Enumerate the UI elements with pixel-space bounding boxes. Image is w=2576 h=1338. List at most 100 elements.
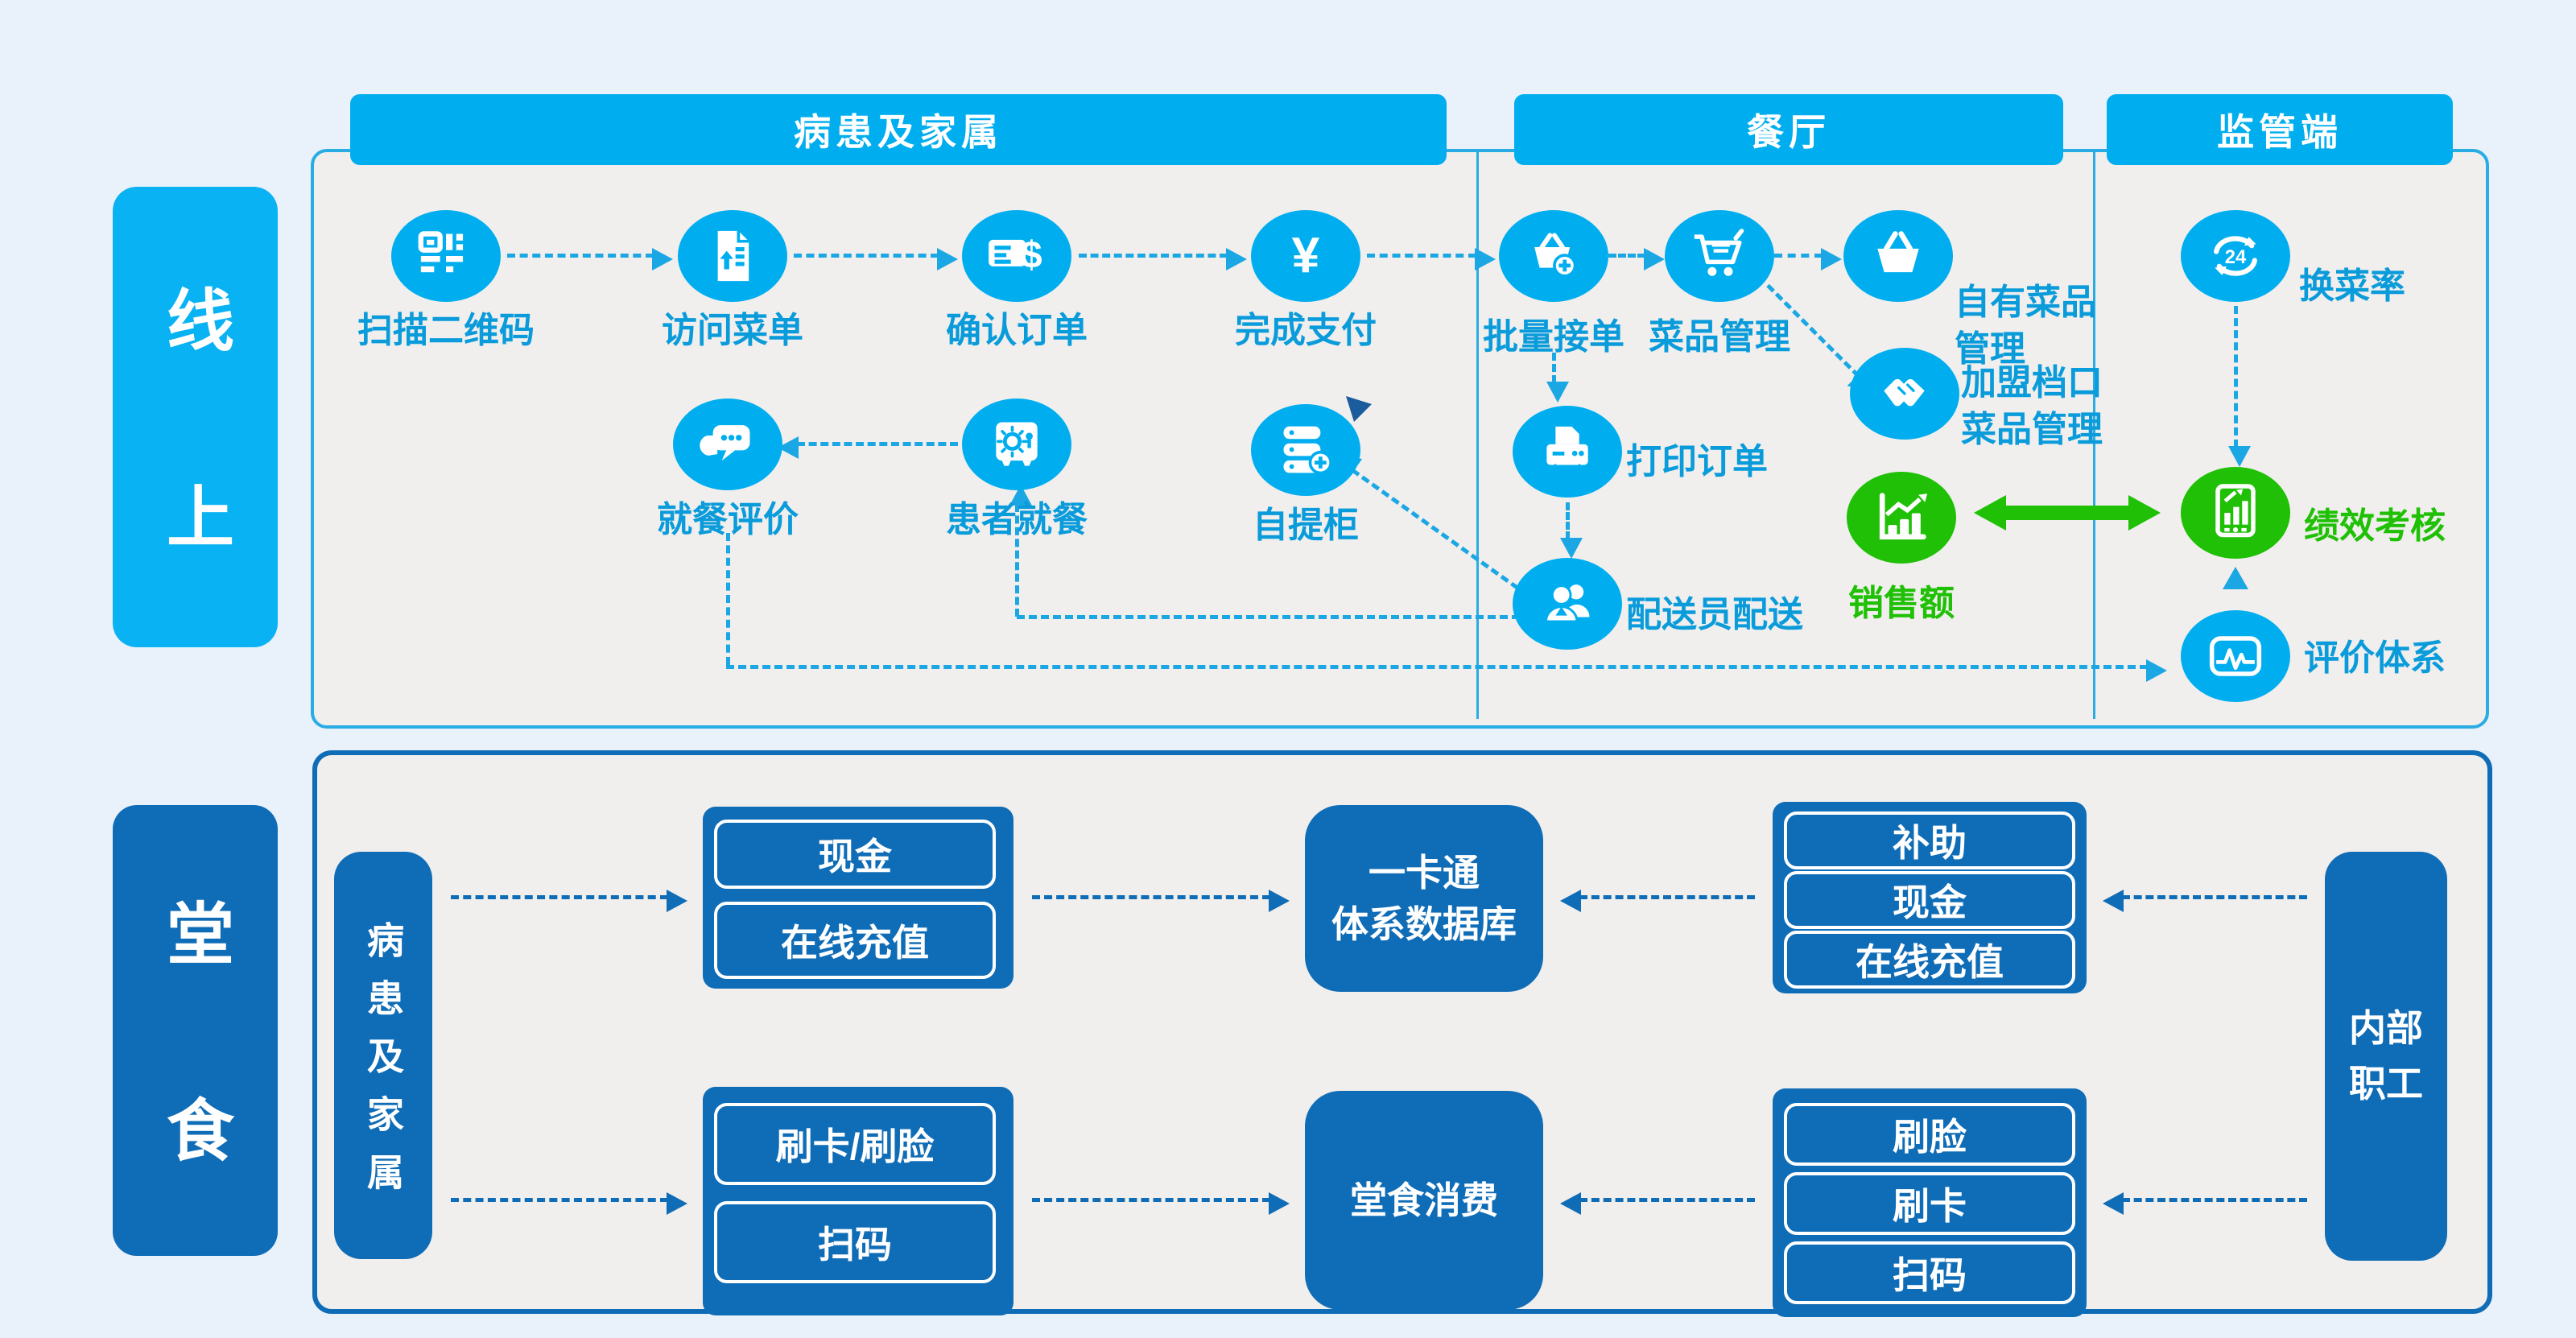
- card-system-database-line1: 一卡通: [1368, 851, 1480, 894]
- dining-review-label: 就餐评价: [657, 500, 799, 539]
- staff-pay-card-box: 刷卡: [1784, 1172, 2075, 1235]
- patient-pay-card-face-label: 刷卡/刷脸: [775, 1125, 935, 1167]
- dinein-consume-box: 堂食消费: [1305, 1091, 1543, 1310]
- sales-amount-node: [1847, 472, 1956, 564]
- own-dish-node: [1843, 210, 1953, 302]
- lane-label-online-text: 线上: [157, 285, 233, 678]
- patient-topup-cash-label: 现金: [818, 836, 892, 878]
- arrow-dining-to-review: [778, 436, 958, 459]
- arrow-stafftopup-to-carddb: [1560, 890, 1755, 912]
- evaluation-system-node: [2181, 610, 2290, 702]
- column-header-patients-label: 病患及家属: [794, 111, 1003, 153]
- patient-pay-group: 刷卡/刷脸 扫码: [703, 1087, 1013, 1315]
- staff-topup-subsidy-box: 补助: [1784, 811, 2075, 869]
- arrow-topup-to-carddb: [1032, 890, 1290, 912]
- column-header-regulator-label: 监管端: [2217, 111, 2343, 153]
- arrow-scan-to-menu: [507, 248, 673, 270]
- column-divider-restaurant-regulator: [2093, 152, 2095, 719]
- staff-pay-group: 刷脸 刷卡 扫码: [1773, 1088, 2087, 1317]
- lane-label-dinein-text: 堂食: [157, 898, 233, 1291]
- navy-arrowhead-near-locker: [1346, 396, 1372, 422]
- confirm-order-node: $: [962, 210, 1071, 302]
- arrow-staff-to-stafftopup: [2103, 890, 2307, 912]
- visit-menu-label: 访问菜单: [662, 311, 803, 350]
- lane-label-online: 线上: [113, 187, 278, 678]
- franchise-dish-node: [1850, 348, 1959, 440]
- yen-icon: ¥: [1292, 228, 1320, 283]
- arrow-confirm-to-pay: [1079, 248, 1247, 270]
- patients-family-group-label: 病患及家属: [362, 921, 404, 1211]
- lane-label-dinein: 堂食: [113, 805, 278, 1291]
- visit-menu-node: [678, 210, 787, 302]
- patients-family-group-box: 病患及家属: [334, 852, 432, 1259]
- menu-document-icon: [717, 230, 749, 282]
- arrow-review-to-evaluation: [726, 659, 2167, 682]
- staff-pay-face-box: 刷脸: [1784, 1103, 2075, 1166]
- sales-amount-label: 销售额: [1848, 584, 1955, 623]
- confirm-order-label: 确认订单: [946, 311, 1088, 350]
- complete-payment-node: ¥: [1251, 210, 1360, 302]
- staff-pay-scan-box: 扫码: [1784, 1241, 2075, 1304]
- staff-topup-cash-label: 现金: [1893, 882, 1967, 923]
- dinein-consume-label: 堂食消费: [1350, 1179, 1498, 1221]
- patient-topup-cash-box: 现金: [714, 820, 996, 889]
- staff-pay-face-label: 刷脸: [1893, 1116, 1967, 1158]
- patient-topup-online-box: 在线充值: [714, 902, 996, 979]
- patient-dining-node: [962, 399, 1071, 490]
- internal-staff-group-label: 内部 职工: [2349, 1001, 2423, 1112]
- printer-icon: [1546, 426, 1588, 472]
- pickup-locker-node: [1251, 404, 1360, 496]
- performance-review-label: 绩效考核: [2304, 506, 2446, 546]
- cart-icon: [1694, 229, 1744, 276]
- arrow-rate-to-performance: [2228, 306, 2251, 467]
- print-order-label: 打印订单: [1626, 442, 1768, 481]
- order-card-icon: $: [989, 234, 1042, 277]
- print-order-node: [1513, 406, 1622, 498]
- green-double-arrow-sales-performance: [1974, 495, 2161, 531]
- svg-text:$: $: [1021, 234, 1042, 277]
- arrow-staffpay-to-consume: [1560, 1192, 1755, 1215]
- arrow-batch-down: [1546, 353, 1569, 403]
- own-dish-label-line1: 自有菜品: [1955, 283, 2096, 322]
- arrow-dishmgmt-to-owndish: [1774, 248, 1842, 270]
- patient-pay-scan-box: 扫码: [714, 1201, 996, 1283]
- dish-change-rate-label: 换菜率: [2299, 266, 2405, 306]
- arrow-pay-to-batch: [1367, 248, 1496, 270]
- pickup-locker-label: 自提柜: [1253, 506, 1359, 545]
- patient-pay-scan-label: 扫码: [818, 1224, 892, 1266]
- svg-text:¥: ¥: [1292, 228, 1320, 283]
- arrow-print-to-courier: [1560, 502, 1583, 559]
- online-lane-panel: [311, 149, 2489, 729]
- patient-topup-online-label: 在线充值: [781, 922, 929, 964]
- svg-text:24: 24: [2225, 246, 2247, 268]
- sales-chart-icon: [1879, 493, 1928, 540]
- patient-topup-group: 现金 在线充值: [703, 807, 1013, 989]
- locker-plus-icon: [1283, 426, 1332, 475]
- courier-delivery-node: [1513, 558, 1622, 650]
- line-review-down: [726, 533, 730, 665]
- qr-code-icon: [418, 231, 464, 273]
- internal-staff-line2: 职工: [2349, 1063, 2423, 1105]
- scan-qr-label: 扫描二维码: [357, 311, 535, 350]
- arrow-patients-to-pay: [451, 1192, 687, 1215]
- staff-pay-card-label: 刷卡: [1893, 1185, 1967, 1227]
- chat-bubbles-icon: [700, 425, 750, 461]
- batch-accept-label: 批量接单: [1483, 317, 1624, 357]
- staff-topup-online-label: 在线充值: [1856, 941, 2004, 983]
- dish-mgmt-node: [1665, 210, 1774, 302]
- card-system-database-line2: 体系数据库: [1331, 903, 1517, 945]
- staff-topup-cash-box: 现金: [1784, 871, 2075, 929]
- complete-payment-label: 完成支付: [1235, 311, 1377, 350]
- performance-tablet-icon: [2215, 484, 2256, 538]
- sync-24h-icon: 24: [2214, 236, 2257, 276]
- franchise-dish-label-line1: 加盟档口: [1961, 363, 2103, 403]
- arrow-patients-to-topup: [451, 890, 687, 912]
- basket-plus-icon: [1534, 233, 1577, 278]
- dish-change-rate-node: 24: [2181, 210, 2290, 302]
- arrow-pay-to-consume: [1032, 1192, 1290, 1215]
- column-header-restaurant-label: 餐厅: [1747, 111, 1831, 153]
- batch-accept-node: [1499, 210, 1608, 302]
- courier-delivery-label: 配送员配送: [1626, 595, 1803, 634]
- arrow-staff-to-staffpay: [2103, 1192, 2307, 1215]
